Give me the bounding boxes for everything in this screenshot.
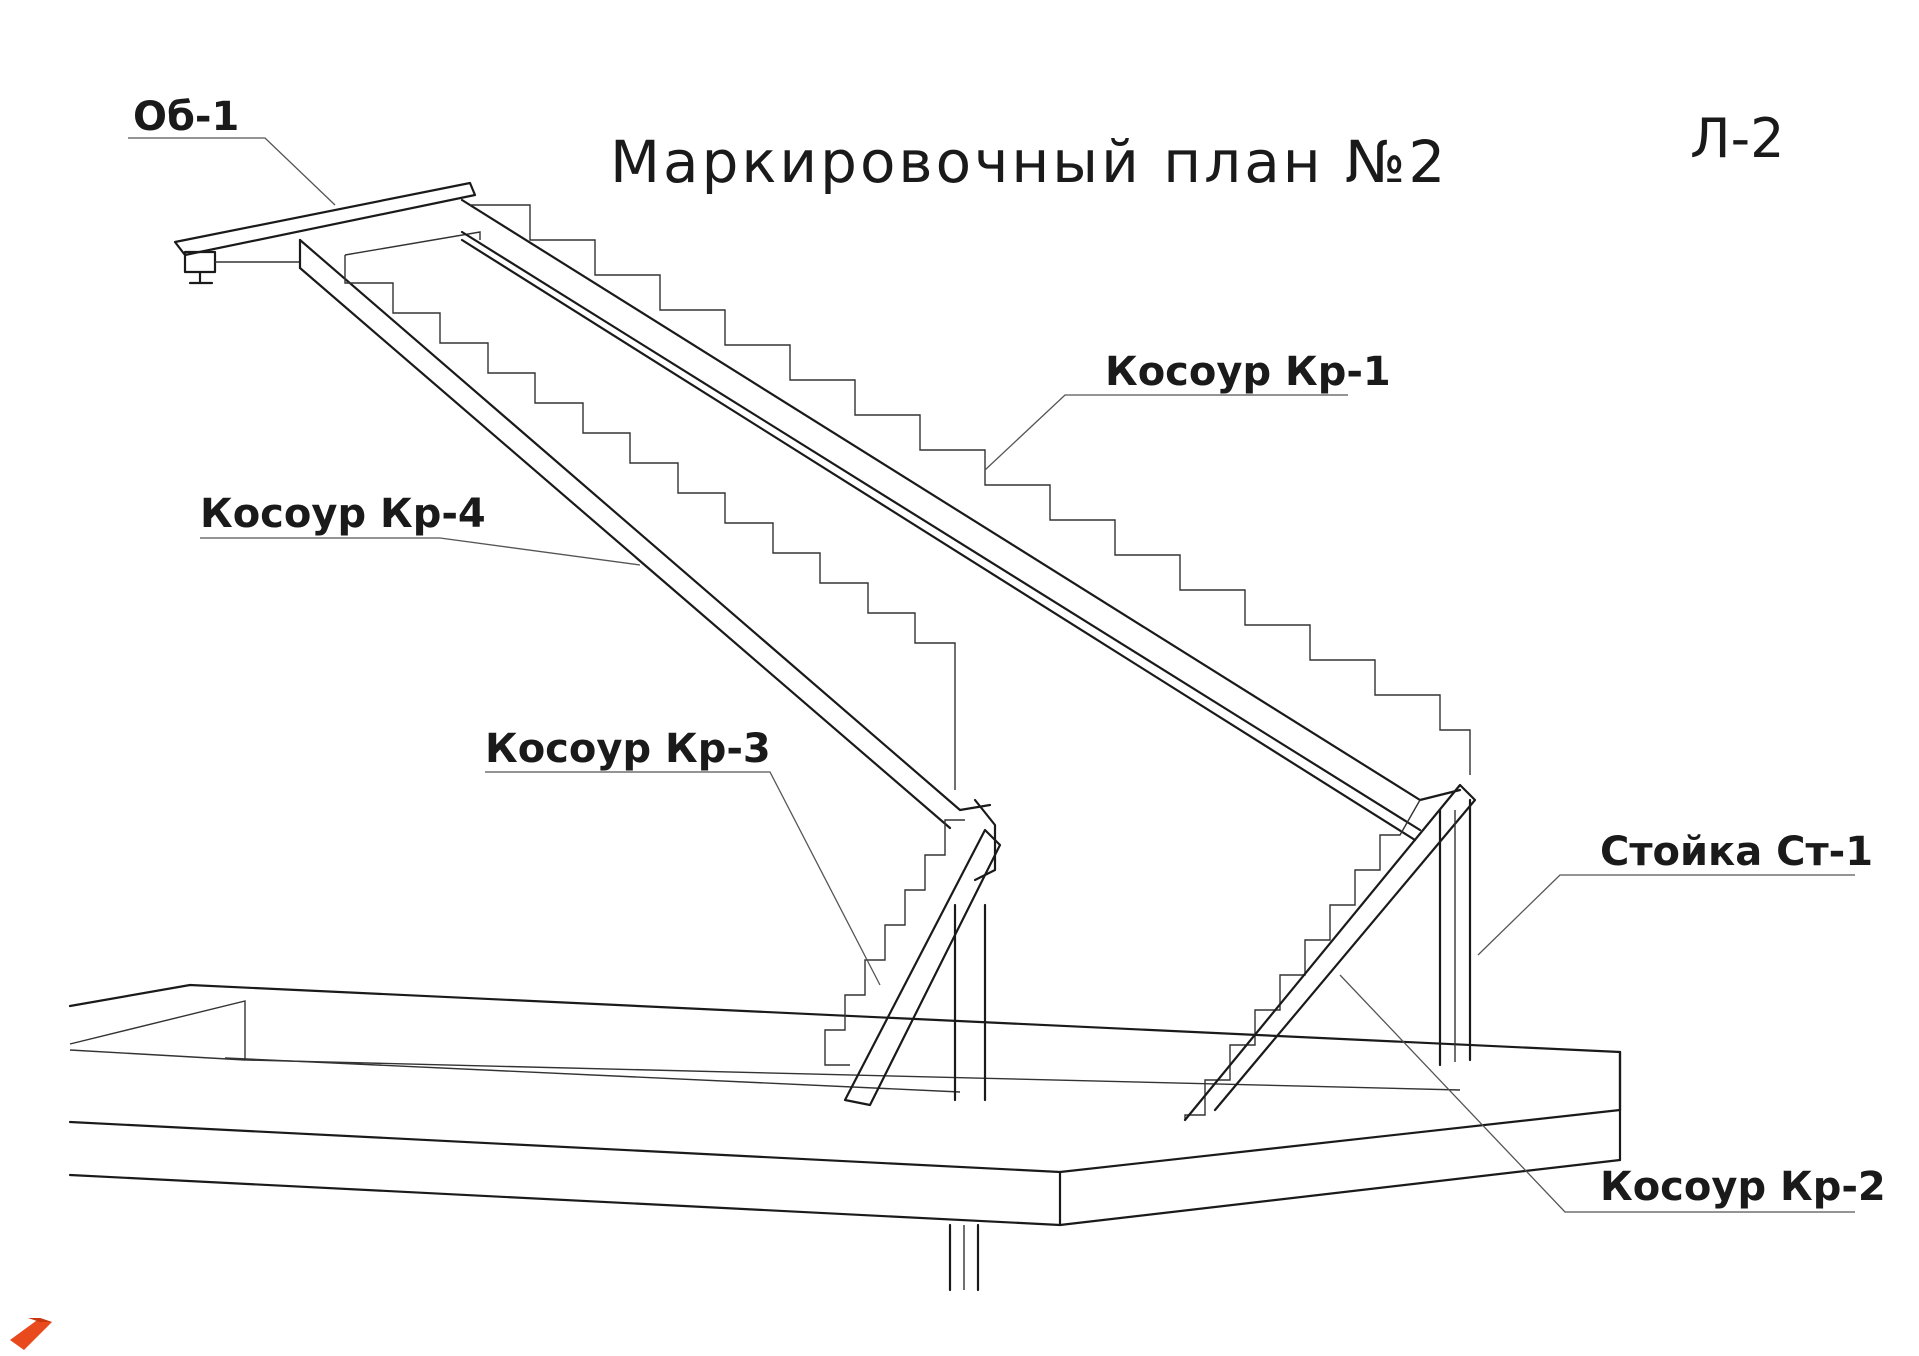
publisher-logo-icon (10, 1318, 52, 1350)
stringer-kr2 (1183, 783, 1477, 1122)
label-kr1: Косоур Кр-1 (1105, 349, 1391, 395)
leader-kr4 (200, 537, 641, 566)
label-ob1: Об-1 (133, 94, 239, 140)
label-kr3: Косоур Кр-3 (485, 726, 771, 772)
leader-ob1 (128, 137, 336, 206)
leader-st1 (1477, 874, 1855, 956)
stringer-kr3 (824, 798, 1002, 1107)
label-kr2: Косоур Кр-2 (1600, 1164, 1886, 1210)
floor-slab (68, 983, 1622, 1292)
sheet-number: Л-2 (1690, 107, 1784, 170)
leader-kr3 (485, 771, 881, 986)
leader-kr2 (1339, 974, 1855, 1213)
label-kr4: Косоур Кр-4 (200, 491, 486, 537)
page-title: Маркировочный план №2 (610, 128, 1448, 196)
beam-ob1 (173, 181, 477, 285)
leader-kr1 (984, 394, 1348, 471)
column-st1 (1438, 798, 1472, 1067)
label-st1: Стойка Ст-1 (1600, 829, 1873, 875)
